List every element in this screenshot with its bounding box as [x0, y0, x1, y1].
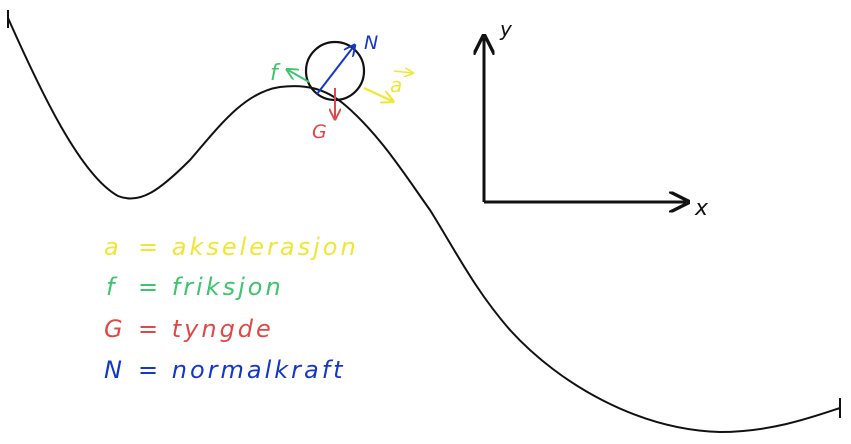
legend-item-normal-force: N = normalkraft — [104, 356, 346, 384]
acceleration-vector-bar — [393, 71, 412, 73]
x-axis-label: x — [694, 196, 709, 221]
legend-text: = friksjon — [138, 273, 284, 301]
acceleration-label: a — [390, 73, 402, 97]
legend-symbol: f — [106, 273, 118, 301]
legend-text: = akselerasjon — [138, 233, 359, 261]
gravity-label: G — [312, 121, 327, 143]
normal-force-arrow — [316, 46, 354, 95]
legend-text: = tyngde — [138, 315, 274, 343]
legend-item-acceleration: a = akselerasjon — [104, 233, 359, 261]
legend-symbol: a — [104, 233, 119, 261]
normal-force-label: N — [364, 32, 378, 54]
y-axis-label: y — [499, 17, 513, 41]
acceleration-arrow — [363, 87, 392, 101]
legend-item-gravity: G = tyngde — [104, 315, 274, 343]
legend: a = akselerasjon f = friksjon G = tyngde… — [104, 233, 359, 384]
legend-symbol: N — [104, 356, 122, 384]
legend-text: = normalkraft — [138, 356, 346, 384]
legend-item-friction: f = friksjon — [106, 273, 284, 301]
track-curve — [7, 17, 841, 433]
legend-symbol: G — [104, 315, 123, 343]
friction-label: f — [270, 61, 281, 86]
friction-arrow — [288, 70, 310, 83]
